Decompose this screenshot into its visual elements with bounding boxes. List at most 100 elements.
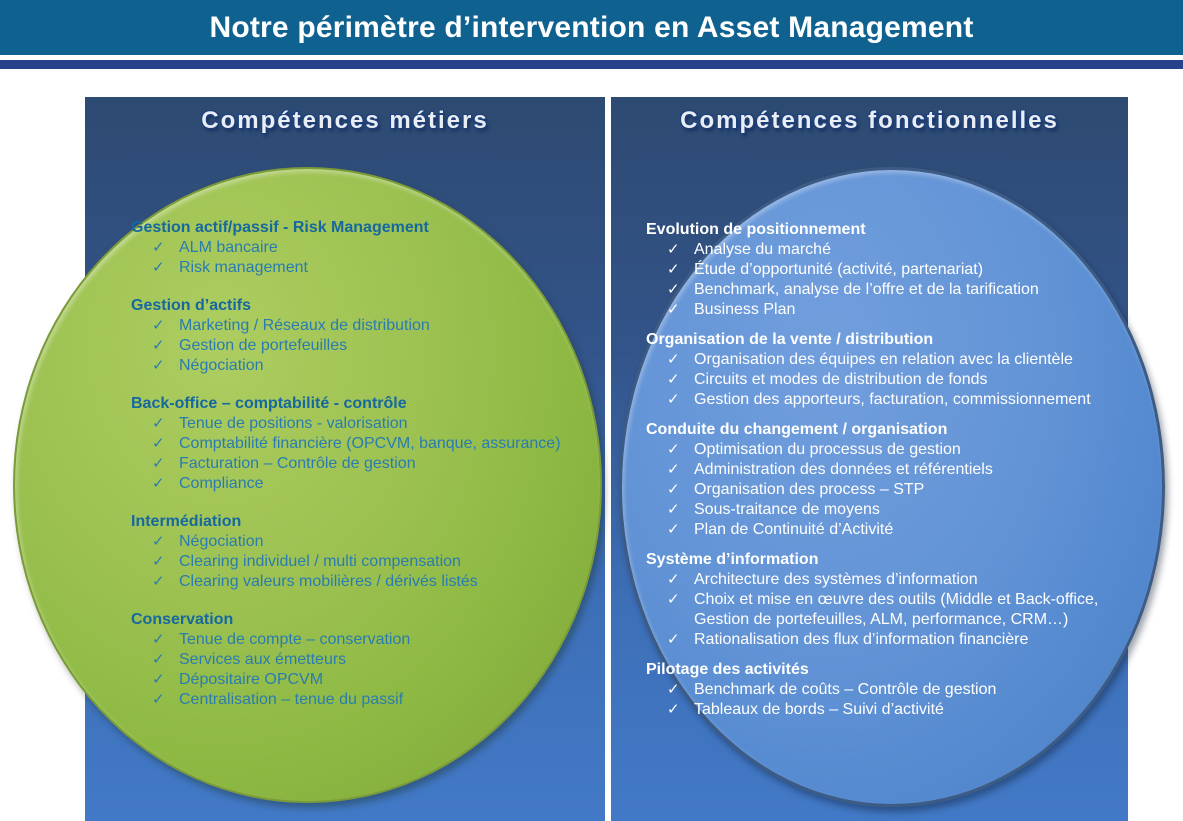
list-item-label: Clearing individuel / multi compensation (179, 553, 461, 570)
section: Intermédiation ✓ Négociation ✓ Clearing indi… (131, 512, 599, 592)
list-item: ✓ Optimisation du processus de gestion (646, 440, 1128, 460)
section: Système d’information✓Architecture des s… (646, 550, 1128, 650)
section-heading: Gestion actif/passif - Risk Management (131, 219, 429, 236)
list-item-label: Clearing valeurs mobilières / dérivés li… (179, 573, 478, 590)
list-item-label: Sous-traitance de moyens (694, 501, 880, 518)
list-item: ✓ Benchmark de coûts – Contrôle de gestio… (646, 680, 1128, 700)
list-item-label: Benchmark de coûts – Contrôle de gestion (694, 681, 997, 698)
list-item-label: Compliance (179, 475, 264, 492)
checkmark-icon: ✓ (667, 571, 680, 588)
list-item-label: Gestion de portefeuilles (179, 337, 348, 354)
list-item-label: Gestion des apporteurs, facturation, com… (694, 391, 1091, 408)
checkmark-icon: ✓ (667, 501, 680, 518)
list-item-label: Benchmark, analyse de l’offre et de la t… (694, 281, 1039, 298)
list-item: ✓ Clearing valeurs mobilières / dérivés l… (131, 572, 599, 592)
list-item: ✓ Analyse du marché (646, 240, 1128, 260)
checkmark-icon: ✓ (667, 521, 680, 538)
list-item: ✓ALM bancaire (131, 238, 599, 258)
checkmark-icon: ✓ (152, 435, 165, 452)
list-item: ✓ Sous-traitance de moyens (646, 500, 1128, 520)
checkmark-icon: ✓ (152, 475, 165, 492)
checkmark-icon: ✓ (152, 691, 165, 708)
list-item: ✓ Marketing / Réseaux de distribution (131, 316, 599, 336)
content-metiers: Gestion actif/passif - Risk Management ✓A… (131, 218, 599, 710)
list-item-label: Circuits et modes de distribution de fon… (694, 371, 988, 388)
list-item: ✓Tenue de compte – conservation (131, 630, 599, 650)
checkmark-icon: ✓ (152, 259, 165, 276)
section: Back-office – comptabilité - contrôle✓Te… (131, 394, 599, 494)
panel-header-fonctionnelles: Compétences fonctionnelles (680, 107, 1059, 134)
list-item-label: Comptabilité financière (OPCVM, banque, … (179, 435, 561, 452)
section: Gestion actif/passif - Risk Management ✓A… (131, 218, 599, 278)
checkmark-icon: ✓ (152, 651, 165, 668)
green-circle (13, 167, 602, 803)
checkmark-icon: ✓ (667, 681, 680, 698)
list-item: ✓ Tableaux de bords – Suivi d’activité (646, 700, 1128, 720)
section: Pilotage des activités ✓ Benchmark de coût… (646, 660, 1128, 720)
list-item: ✓ Négociation (131, 532, 599, 552)
checkmark-icon: ✓ (667, 391, 680, 408)
panel-header-metiers: Compétences métiers (201, 107, 489, 134)
section-heading: Intermédiation (131, 513, 242, 530)
blue-circle (619, 167, 1165, 807)
list-item-label: Facturation – Contrôle de gestion (179, 455, 416, 472)
list-item-label: Tenue de positions - valorisation (179, 415, 408, 432)
list-item: ✓ Négociation (131, 356, 599, 376)
list-item-label: Négociation (179, 533, 264, 550)
section-heading: Conservation (131, 611, 234, 628)
list-item-label: Tenue de compte – conservation (179, 631, 411, 648)
checkmark-icon: ✓ (152, 533, 165, 550)
list-item: ✓ Administration des données et référenti… (646, 460, 1128, 480)
checkmark-icon: ✓ (667, 241, 680, 258)
section-heading: Pilotage des activités (646, 661, 809, 678)
section-heading: Gestion d’actifs (131, 297, 252, 314)
section: Conduite du changement / organisation ✓ Op… (646, 420, 1128, 540)
section: Conservation✓Tenue de compte – conservat… (131, 610, 599, 710)
divider-stripe (0, 60, 1183, 69)
checkmark-icon: ✓ (667, 441, 680, 458)
list-item-label: Risk management (179, 259, 308, 276)
checkmark-icon: ✓ (667, 481, 680, 498)
list-item-label: Organisation des équipes en relation ave… (694, 351, 1073, 368)
section: Organisation de la vente / distribution✓… (646, 330, 1128, 410)
list-item-label: Dépositaire OPCVM (179, 671, 324, 688)
list-item-label: Analyse du marché (694, 241, 831, 258)
section-heading: Conduite du changement / organisation (646, 421, 948, 438)
list-item: ✓ Comptabilité financière (OPCVM, banque,… (131, 434, 599, 454)
checkmark-icon: ✓ (152, 573, 165, 590)
checkmark-icon: ✓ (667, 591, 680, 608)
list-item: ✓ Plan de Continuité d’Activité (646, 520, 1128, 540)
list-item-label: Optimisation du processus de gestion (694, 441, 961, 458)
title-banner: Notre périmètre d’intervention en Asset … (0, 0, 1183, 55)
checkmark-icon: ✓ (152, 357, 165, 374)
checkmark-icon: ✓ (667, 631, 680, 648)
list-item-label: Tableaux de bords – Suivi d’activité (694, 701, 944, 718)
list-item-label: Négociation (179, 357, 264, 374)
list-item: ✓ Circuits et modes de distribution de fo… (646, 370, 1128, 390)
section: Gestion d’actifs ✓ Marketing / Réseaux de … (131, 296, 599, 376)
list-item: ✓Choix et mise en œuvre des outils (Midd… (646, 590, 1128, 630)
list-item: ✓ Étude d’opportunité (activité, partenar… (646, 260, 1128, 280)
list-item: ✓ Centralisation – tenue du passif (131, 690, 599, 710)
list-item: ✓ Facturation – Contrôle de gestion (131, 454, 599, 474)
list-item-label: Étude d’opportunité (activité, partenari… (694, 261, 984, 278)
checkmark-icon: ✓ (152, 337, 165, 354)
checkmark-icon: ✓ (667, 701, 680, 718)
list-item-label: Organisation des process – STP (694, 481, 925, 498)
list-item-label: Architecture des systèmes d’information (694, 571, 978, 588)
checkmark-icon: ✓ (667, 461, 680, 478)
checkmark-icon: ✓ (667, 261, 680, 278)
list-item: ✓ Gestion des apporteurs, facturation, co… (646, 390, 1128, 410)
list-item-label: Administration des données et référentie… (694, 461, 993, 478)
section: Evolution de positionnement✓Analyse du m… (646, 220, 1128, 320)
checkmark-icon: ✓ (152, 455, 165, 472)
list-item-label: Plan de Continuité d’Activité (694, 521, 894, 538)
checkmark-icon: ✓ (667, 281, 680, 298)
list-item-label: Marketing / Réseaux de distribution (179, 317, 430, 334)
list-item-label: Centralisation – tenue du passif (179, 691, 404, 708)
checkmark-icon: ✓ (152, 317, 165, 334)
content-fonctionnelles: Evolution de positionnement✓Analyse du m… (646, 220, 1128, 720)
checkmark-icon: ✓ (667, 371, 680, 388)
checkmark-icon: ✓ (667, 301, 680, 318)
checkmark-icon: ✓ (152, 415, 165, 432)
